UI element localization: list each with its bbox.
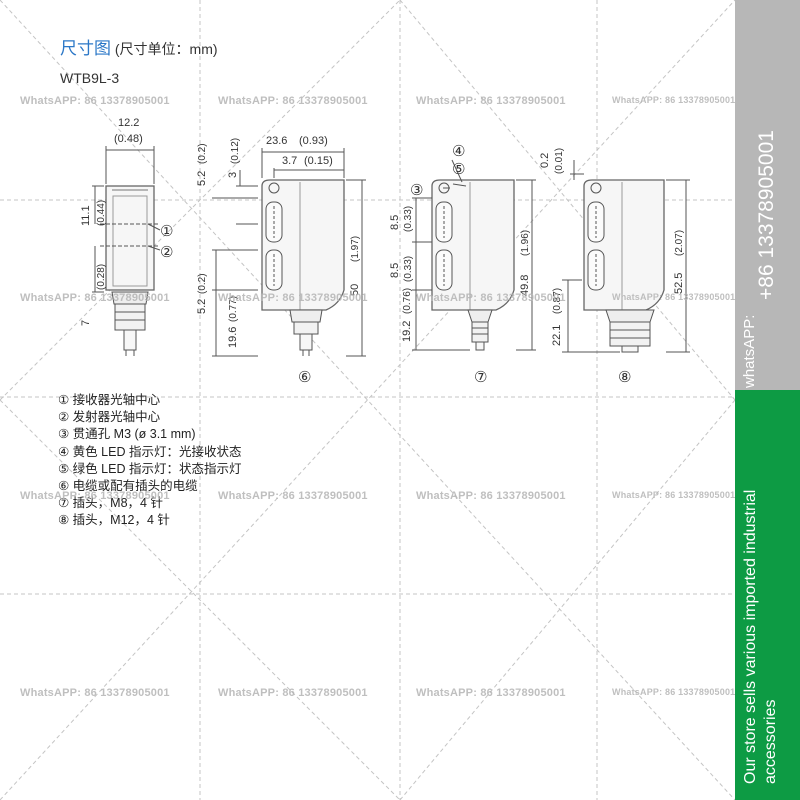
legend: ① 接收器光轴中心 ② 发射器光轴中心 ③ 贯通孔 M3 (ø 3.1 mm) … [58,392,241,530]
legend-item: ⑦ 插头，M8，4 针 [58,496,163,511]
dim-m8-height: 49.8 [519,275,531,296]
dim-m12-plug-in: (0.87) [552,288,563,314]
callout-7: ⑦ [474,369,487,386]
watermark: WhatsAPP: 86 13378905001 [20,292,170,304]
callout-3: ③ [410,182,423,199]
watermark: WhatsAPP: 86 13378905001 [416,687,566,699]
dim-m8-pitch2: 8.5 [389,263,401,278]
watermark: WhatsAPP: 86 13378905001 [20,490,170,502]
watermark: WhatsAPP: 86 13378905001 [416,292,566,304]
dim-side-offset: 3.7 [282,155,297,167]
dim-side-gap2-in: (0.2) [197,273,208,294]
dim-front-upper-in: (0.44) [96,200,107,226]
side-view-cable [212,148,366,357]
dim-m8-pitch1: 8.5 [389,215,401,230]
contact-sidebar: whatsAPP: +86 13378905001 Our store sell… [735,0,800,800]
dim-side-gap: 5.2 [196,171,208,186]
dim-m12-plug: 22.1 [551,325,563,346]
legend-item: ① 接收器光轴中心 [58,393,161,407]
watermark: WhatsAPP: 86 13378905001 [612,292,736,302]
dim-side-cable: 19.6 [227,327,239,348]
sidebar-phone-number: +86 13378905001 [755,130,778,300]
legend-item: ③ 贯通孔 M3 (ø 3.1 mm) [58,427,196,442]
watermark: WhatsAPP: 86 13378905001 [416,490,566,502]
dim-side-width: 23.6 [266,135,287,147]
watermark: WhatsAPP: 86 13378905001 [612,95,736,105]
callout-8: ⑧ [618,369,631,386]
model-number: WTB9L-3 [60,70,120,86]
drawing-unit-note: (尺寸单位：mm) [114,41,218,57]
watermark: WhatsAPP: 86 13378905001 [218,292,368,304]
dim-side-cable-in: (0.77) [228,296,239,322]
watermark: WhatsAPP: 86 13378905001 [218,687,368,699]
dim-m12-top: 0.2 [539,153,551,168]
sidebar-tagline-panel: Our store sells various imported industr… [735,390,800,800]
dim-front-lower: 7 [80,320,92,326]
dim-m8-pitch1-in: (0.33) [403,206,414,232]
watermark: WhatsAPP: 86 13378905001 [218,95,368,107]
dim-side-gap-in: (0.2) [197,143,208,164]
callout-1: ① [160,223,173,240]
dim-front-upper: 11.1 [80,205,92,226]
watermark: WhatsAPP: 86 13378905001 [20,95,170,107]
callout-5: ⑤ [452,161,465,178]
callout-2: ② [160,244,173,261]
dim-side-width-in: (0.93) [299,135,328,147]
dimension-drawing: 12.2 (0.48) 11.1 (0.44) 7 (0.28) 23.6 (0… [80,117,690,386]
sidebar-tagline-line1: Our store sells various imported industr… [742,489,759,784]
callout-4: ④ [452,143,465,160]
dim-m8-plug: 19.2 [401,321,413,342]
legend-item: ② 发射器光轴中心 [58,410,161,425]
drawing-title: 尺寸图 [60,39,111,58]
watermark: WhatsAPP: 86 13378905001 [612,490,736,500]
sidebar-tagline-line2: accessories [762,699,779,784]
dim-side-offset-in: (0.15) [304,155,333,167]
dim-side-height-in: (1.97) [350,236,361,262]
dim-side-top: 3 [227,172,239,178]
drawing-header: 尺寸图 (尺寸单位：mm) [60,34,218,59]
front-view [92,146,160,356]
watermark: WhatsAPP: 86 13378905001 [612,687,736,697]
dim-front-lower-in: (0.28) [96,264,107,290]
dim-side-top-in: (0.12) [230,138,241,164]
dim-m8-height-in: (1.96) [520,230,531,256]
watermark: WhatsAPP: 86 13378905001 [416,95,566,107]
watermark: WhatsAPP: 86 13378905001 [20,687,170,699]
side-view-m8 [412,179,536,351]
dim-m12-top-in: (0.01) [554,148,565,174]
side-view-m12 [562,160,690,353]
dim-side-gap2: 5.2 [196,299,208,314]
dim-m12-height: 52.5 [673,273,685,294]
dim-front-width-in: (0.48) [114,133,143,145]
legend-item: ⑤ 绿色 LED 指示灯：状态指示灯 [58,461,242,476]
watermark: WhatsAPP: 86 13378905001 [218,490,368,502]
callout-6: ⑥ [298,369,311,386]
dim-side-height: 50 [349,284,361,296]
legend-item: ⑧ 插头，M12，4 针 [58,513,170,528]
dim-m8-plug-in: (0.76) [402,288,413,314]
legend-item: ⑥ 电缆或配有插头的电缆 [58,479,198,494]
dim-front-width: 12.2 [118,117,139,129]
dim-m12-height-in: (2.07) [674,230,685,256]
legend-item: ④ 黄色 LED 指示灯：光接收状态 [58,444,242,459]
sidebar-phone-label: whatsAPP: [741,314,758,388]
dim-m8-pitch2-in: (0.33) [403,256,414,282]
sidebar-contact-panel: whatsAPP: +86 13378905001 [735,0,800,390]
